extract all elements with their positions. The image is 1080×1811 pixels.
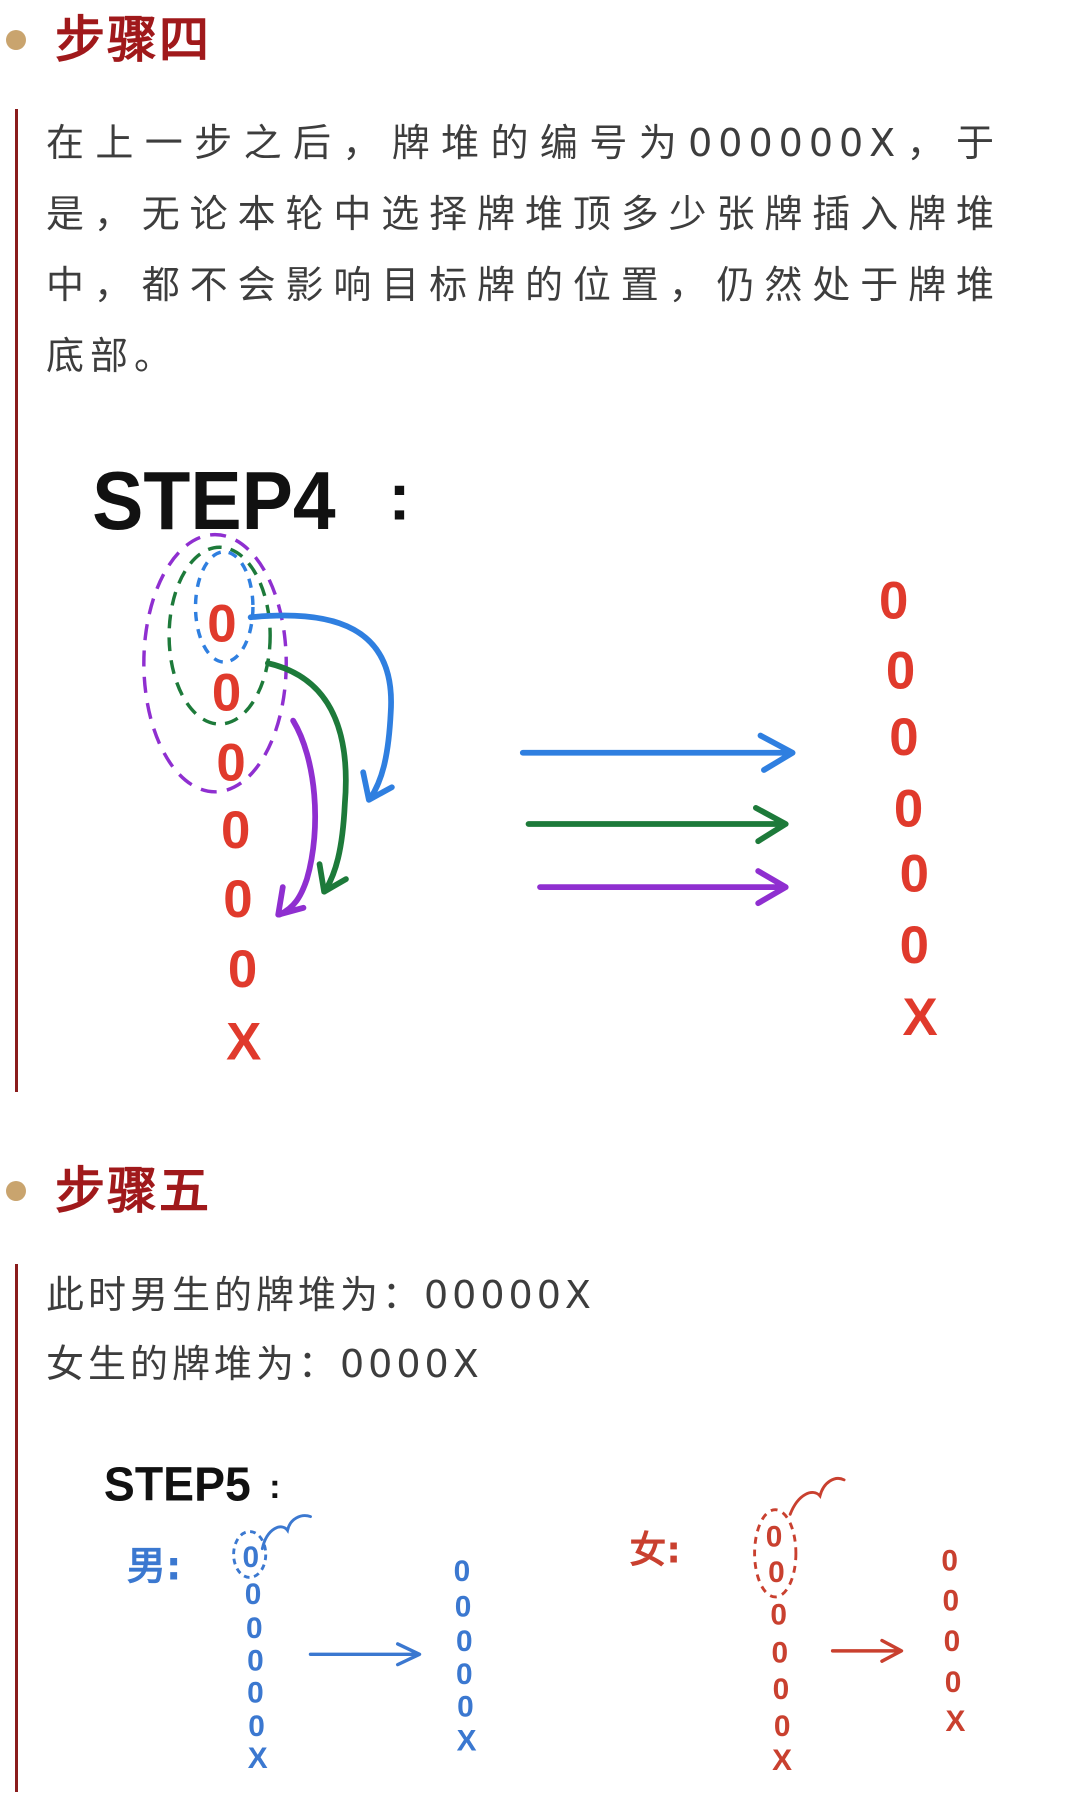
card-zero: 0: [945, 1666, 962, 1699]
female-dashed-circle: [753, 1508, 798, 1599]
target-card-x: X: [945, 1705, 965, 1738]
blue-arrow: [519, 732, 796, 773]
card-zero: 0: [246, 1612, 263, 1645]
step5-title-colon: :: [269, 1468, 280, 1506]
green-dashed-circle: [167, 545, 272, 726]
paragraph-line: 中，都不会影响目标牌的位置，仍然处于牌堆: [46, 263, 1000, 307]
card-zero: 0: [886, 641, 915, 700]
target-card-x: X: [902, 988, 937, 1047]
card-zero: 0: [456, 1658, 473, 1691]
male-label: 男:: [127, 1545, 182, 1590]
card-zero: 0: [245, 1578, 262, 1611]
target-card-x: X: [226, 1012, 261, 1071]
card-zero: 0: [943, 1585, 960, 1618]
purple-dashed-circle: [142, 532, 288, 794]
card-zero: 0: [212, 663, 241, 722]
blue-curved-arrow: [247, 612, 394, 802]
card-zero: 0: [774, 1710, 791, 1743]
card-zero: 0: [941, 1545, 958, 1578]
male-curl-line: [260, 1514, 312, 1551]
card-zero: 0: [900, 845, 929, 904]
card-zero: 0: [216, 733, 245, 792]
card-zero: 0: [773, 1673, 790, 1706]
section-heading-step5: 步骤五: [55, 1162, 211, 1220]
male-arrow: [308, 1642, 422, 1667]
target-card-x: X: [772, 1744, 792, 1777]
card-zero: 0: [900, 916, 929, 975]
card-zero: 0: [455, 1590, 472, 1623]
female-curl-line: [788, 1477, 846, 1516]
section-rule-step5: [15, 1264, 18, 1792]
card-zero: 0: [456, 1625, 473, 1658]
paragraph-line: 在上一步之后，牌堆的编号为000000X，于: [46, 121, 1000, 165]
blue-curved-arrow-head: [360, 769, 395, 803]
green-curved-arrow: [264, 660, 349, 894]
male-dashed-circle: [232, 1530, 268, 1579]
section-heading-step4: 步骤四: [55, 11, 211, 69]
step4-title: STEP4: [92, 454, 335, 547]
step4-illustration[interactable]: STEP4 : 0 0 0 0 0 0 X 0 0 0 0 0 0 X: [0, 437, 1080, 1103]
green-arrow: [525, 805, 789, 845]
card-zero: 0: [894, 779, 923, 838]
purple-curved-arrow: [276, 717, 319, 918]
purple-curved-arrow-head: [275, 884, 307, 918]
card-zero: 0: [243, 1541, 260, 1574]
card-zero: 0: [770, 1598, 787, 1631]
section-bullet-icon: [6, 30, 26, 50]
card-zero: 0: [454, 1555, 471, 1588]
step5-title: STEP5: [104, 1458, 251, 1512]
paragraph-line: 此时男生的牌堆为：00000X: [46, 1273, 595, 1317]
step5-paragraph: 此时男生的牌堆为：00000X 女生的牌堆为：0000X: [46, 1261, 1000, 1399]
card-zero: 0: [457, 1690, 474, 1723]
paragraph-line: 女生的牌堆为：0000X: [46, 1342, 483, 1386]
card-zero: 0: [768, 1556, 785, 1589]
card-zero: 0: [228, 940, 257, 999]
section-bullet-icon: [6, 1181, 26, 1201]
card-zero: 0: [248, 1710, 265, 1743]
card-zero: 0: [879, 571, 908, 630]
female-label: 女:: [630, 1528, 681, 1571]
target-card-x: X: [248, 1742, 268, 1775]
female-arrow: [830, 1638, 904, 1663]
step4-paragraph: 在上一步之后，牌堆的编号为000000X，于 是，无论本轮中选择牌堆顶多少张牌插…: [46, 108, 1000, 392]
paragraph-line: 是，无论本轮中选择牌堆顶多少张牌插入牌堆: [46, 192, 1000, 236]
section-rule-step4: [15, 109, 18, 1092]
purple-arrow: [537, 868, 789, 907]
card-zero: 0: [223, 870, 252, 929]
step4-title-colon: :: [388, 461, 410, 535]
card-zero: 0: [889, 708, 918, 767]
paragraph-line: 底部。: [46, 334, 179, 378]
card-zero: 0: [247, 1644, 264, 1677]
step5-illustration[interactable]: STEP5 : 男: 0 0 0 0 0 0 X 0 0 0 0 0 X 女: …: [0, 1442, 1080, 1792]
card-zero: 0: [247, 1676, 264, 1709]
card-zero: 0: [221, 801, 250, 860]
card-zero: 0: [766, 1520, 783, 1553]
blue-dashed-circle: [193, 550, 255, 664]
card-zero: 0: [772, 1636, 789, 1669]
card-zero: 0: [207, 594, 236, 653]
target-card-x: X: [457, 1725, 477, 1758]
card-zero: 0: [944, 1625, 961, 1658]
green-curved-arrow-head: [316, 861, 349, 895]
